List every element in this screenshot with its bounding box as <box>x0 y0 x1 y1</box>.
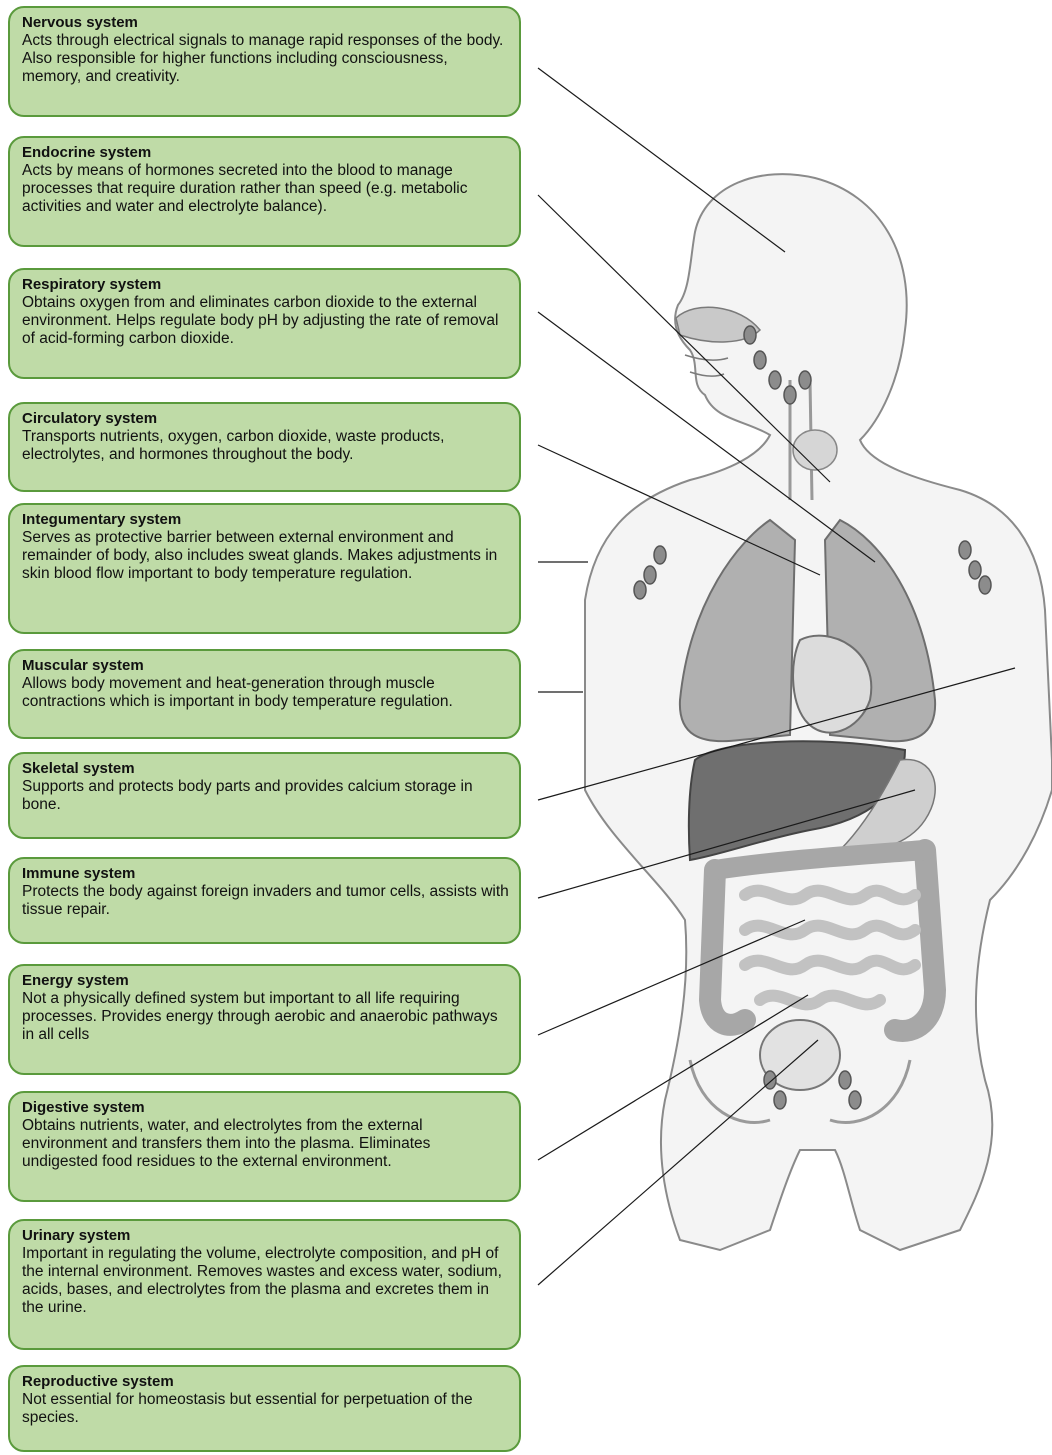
system-title: Circulatory system <box>22 410 509 428</box>
system-title: Endocrine system <box>22 144 509 162</box>
system-box-integumentary: Integumentary system Serves as protectiv… <box>8 503 521 634</box>
system-description: Not a physically defined system but impo… <box>22 990 509 1044</box>
system-description: Acts by means of hormones secreted into … <box>22 162 509 216</box>
system-box-energy: Energy system Not a physically defined s… <box>8 964 521 1075</box>
system-description: Obtains nutrients, water, and electrolyt… <box>22 1117 509 1171</box>
system-box-reproductive: Reproductive system Not essential for ho… <box>8 1365 521 1452</box>
system-description: Acts through electrical signals to manag… <box>22 32 509 86</box>
system-title: Reproductive system <box>22 1373 509 1391</box>
system-description: Supports and protects body parts and pro… <box>22 778 509 814</box>
system-title: Digestive system <box>22 1099 509 1117</box>
thyroid <box>793 430 837 470</box>
system-box-nervous: Nervous system Acts through electrical s… <box>8 6 521 117</box>
system-box-muscular: Muscular system Allows body movement and… <box>8 649 521 739</box>
system-description: Not essential for homeostasis but essent… <box>22 1391 509 1427</box>
system-box-digestive: Digestive system Obtains nutrients, wate… <box>8 1091 521 1202</box>
system-description: Allows body movement and heat-generation… <box>22 675 509 711</box>
system-title: Respiratory system <box>22 276 509 294</box>
system-title: Muscular system <box>22 657 509 675</box>
system-box-skeletal: Skeletal system Supports and protects bo… <box>8 752 521 839</box>
system-box-immune: Immune system Protects the body against … <box>8 857 521 944</box>
system-title: Urinary system <box>22 1227 509 1245</box>
system-description: Transports nutrients, oxygen, carbon dio… <box>22 428 509 464</box>
system-box-urinary: Urinary system Important in regulating t… <box>8 1219 521 1350</box>
system-box-endocrine: Endocrine system Acts by means of hormon… <box>8 136 521 247</box>
system-title: Integumentary system <box>22 511 509 529</box>
system-title: Energy system <box>22 972 509 990</box>
system-title: Skeletal system <box>22 760 509 778</box>
system-description: Important in regulating the volume, elec… <box>22 1245 509 1317</box>
system-title: Nervous system <box>22 14 509 32</box>
system-description: Obtains oxygen from and eliminates carbo… <box>22 294 509 348</box>
system-title: Immune system <box>22 865 509 883</box>
system-box-respiratory: Respiratory system Obtains oxygen from a… <box>8 268 521 379</box>
system-box-circulatory: Circulatory system Transports nutrients,… <box>8 402 521 492</box>
system-description: Serves as protective barrier between ext… <box>22 529 509 583</box>
leader-line-nervous <box>538 68 785 252</box>
system-description: Protects the body against foreign invade… <box>22 883 509 919</box>
